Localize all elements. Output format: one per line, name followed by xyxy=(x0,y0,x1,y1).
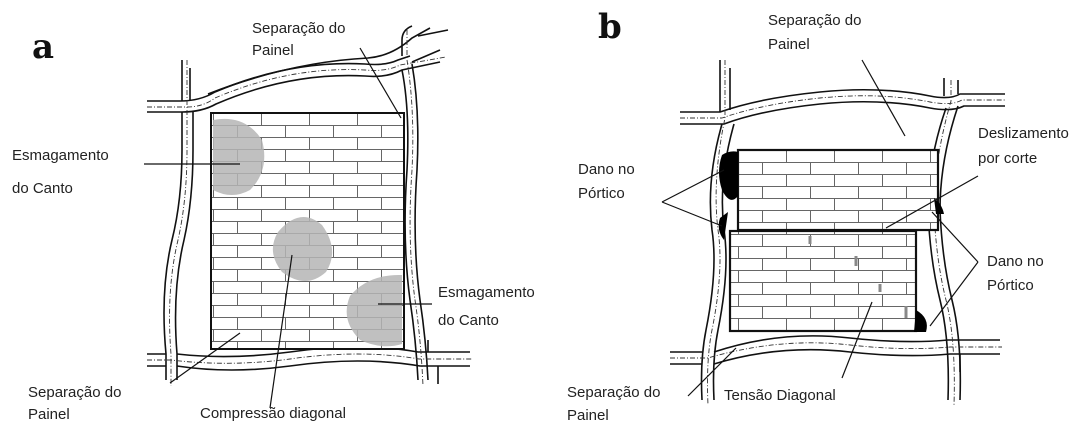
frame-damage-bottom-right xyxy=(914,310,927,332)
panel-b-dashed-centerlines xyxy=(670,60,1005,406)
panel-a-leaders xyxy=(144,47,432,409)
diagonal-compression-zone xyxy=(272,216,333,281)
frame-damage-mid-left xyxy=(718,212,728,240)
panel-a-letter: a xyxy=(32,27,54,67)
panel-a: a xyxy=(12,20,539,423)
diagonal-tension-cracks xyxy=(808,236,908,318)
panel-b-label-separation-top: Separação do Painel xyxy=(768,12,866,53)
panel-b-label-separation-bottom: Separação do Painel xyxy=(567,384,665,424)
panel-b-upper-infill xyxy=(736,148,940,232)
corner-crush-zone-top-left xyxy=(213,118,265,195)
frame-damage-top-left xyxy=(719,151,738,200)
corner-crush-zone-bottom-right xyxy=(346,274,402,347)
panel-a-label-separation-bottom: Separação do Painel xyxy=(28,384,126,423)
panel-a-label-diagonal-compression: Compressão diagonal xyxy=(200,405,346,422)
frame-damage-mid-right xyxy=(934,198,944,214)
panel-b-label-frame-damage-right: Dano no Pórtico xyxy=(987,253,1048,294)
panel-a-label-separation-top: Separação do Painel xyxy=(252,20,350,59)
panel-b-label-frame-damage-left: Dano no Pórtico xyxy=(578,161,639,202)
panel-b-label-shear-sliding: Deslizamento por corte xyxy=(978,125,1073,167)
panel-b-letter: b xyxy=(598,7,622,47)
panel-a-label-corner-crushing-left: Esmagamento do Canto xyxy=(12,147,113,197)
panel-b-lower-infill xyxy=(728,229,918,333)
panel-b: b xyxy=(567,7,1073,424)
panel-b-leaders xyxy=(661,59,979,397)
panel-a-label-corner-crushing-right: Esmagamento do Canto xyxy=(438,284,539,329)
panel-a-dashed-centerlines xyxy=(147,30,472,387)
panel-b-label-diagonal-tension: Tensão Diagonal xyxy=(724,387,836,404)
